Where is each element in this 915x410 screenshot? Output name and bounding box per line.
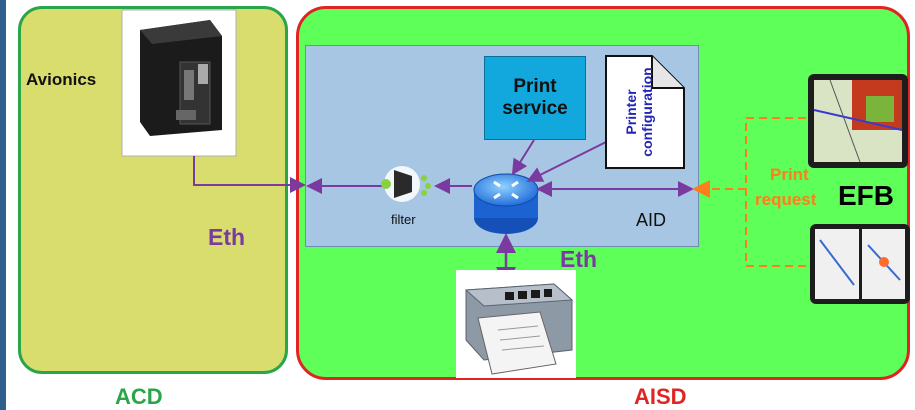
tablet-map-icon — [808, 74, 908, 168]
avionics-unit-icon — [121, 9, 237, 157]
eth-right-label: Eth — [560, 246, 598, 272]
print-request-bracket — [745, 117, 806, 267]
eth-left-label: Eth — [208, 224, 246, 250]
print-label: Print — [770, 165, 809, 184]
printer-configuration-line2: configuration — [639, 67, 655, 157]
printer-configuration-line1: Printer — [623, 89, 639, 135]
tablet-charts-icon — [810, 224, 910, 304]
filter-label: filter — [391, 212, 416, 227]
aisd-label: AISD — [634, 384, 687, 409]
document-icon — [605, 55, 685, 169]
efb-label: EFB — [838, 180, 894, 211]
avionics-eth-link — [193, 156, 306, 193]
print-service-box: Print service — [484, 56, 586, 140]
filter-icon — [381, 166, 431, 202]
avionics-label: Avionics — [26, 70, 97, 89]
printer-icon — [456, 270, 576, 378]
aid-label: AID — [636, 210, 667, 230]
print-service-to-router-link — [511, 139, 535, 176]
print-service-label: Print service — [502, 76, 568, 119]
request-label: request — [755, 190, 817, 209]
router-icon — [473, 173, 539, 234]
config-to-router-link — [526, 139, 611, 182]
printer-configuration-label: Printer configuration — [599, 67, 679, 157]
left-edge-bar — [0, 0, 6, 410]
acd-label: ACD — [115, 384, 163, 409]
